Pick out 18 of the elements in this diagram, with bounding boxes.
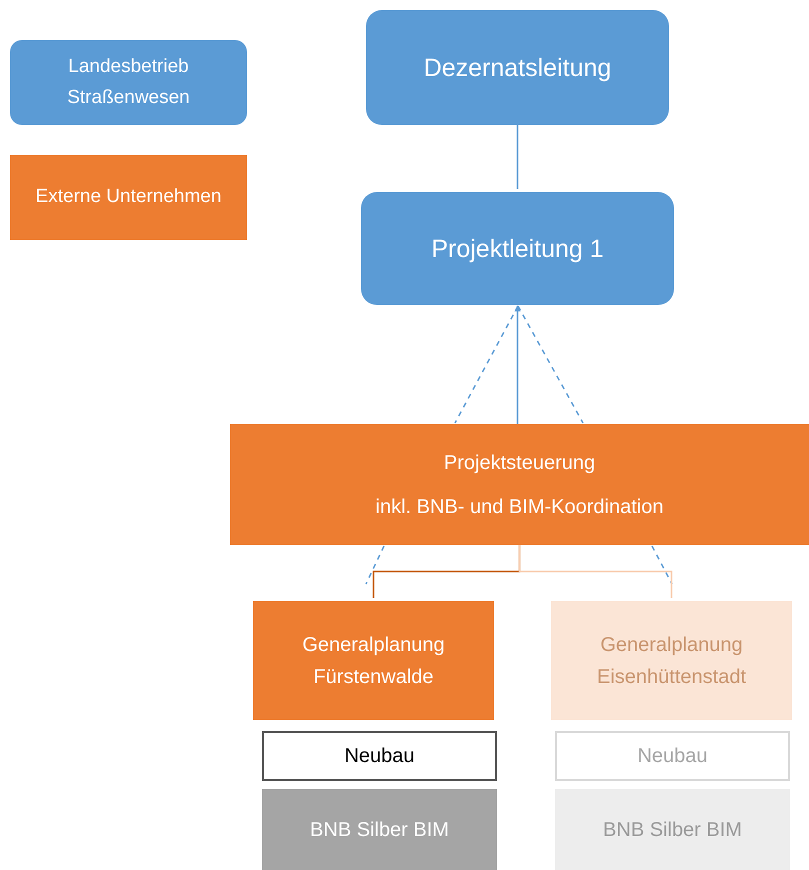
connector-line bbox=[516, 125, 518, 189]
rating-box: BNB Silber BIM bbox=[262, 789, 497, 870]
company-box: Projektsteuerung inkl. BNB- und BIM-Koordination bbox=[230, 424, 809, 545]
legend-swatch: Externe Unternehmen bbox=[10, 155, 247, 240]
company-box: Generalplanung Fürstenwalde bbox=[253, 601, 494, 720]
rating-box: BNB Silber BIM bbox=[555, 789, 790, 870]
dashed-line bbox=[454, 306, 519, 424]
dashed-line bbox=[365, 546, 385, 584]
role-box: Dezernatsleitung bbox=[366, 10, 669, 125]
connector-line bbox=[518, 545, 672, 598]
scope-box: Neubau bbox=[555, 731, 790, 781]
legend-swatch: Landesbetrieb Straßenwesen bbox=[10, 40, 247, 125]
dashed-line bbox=[517, 306, 584, 424]
arrow bbox=[514, 305, 520, 424]
dashed-line bbox=[651, 546, 673, 584]
scope-box: Neubau bbox=[262, 731, 497, 781]
company-box: Generalplanung Eisenhüttenstadt bbox=[551, 601, 792, 720]
role-box: Projektleitung 1 bbox=[361, 192, 674, 305]
